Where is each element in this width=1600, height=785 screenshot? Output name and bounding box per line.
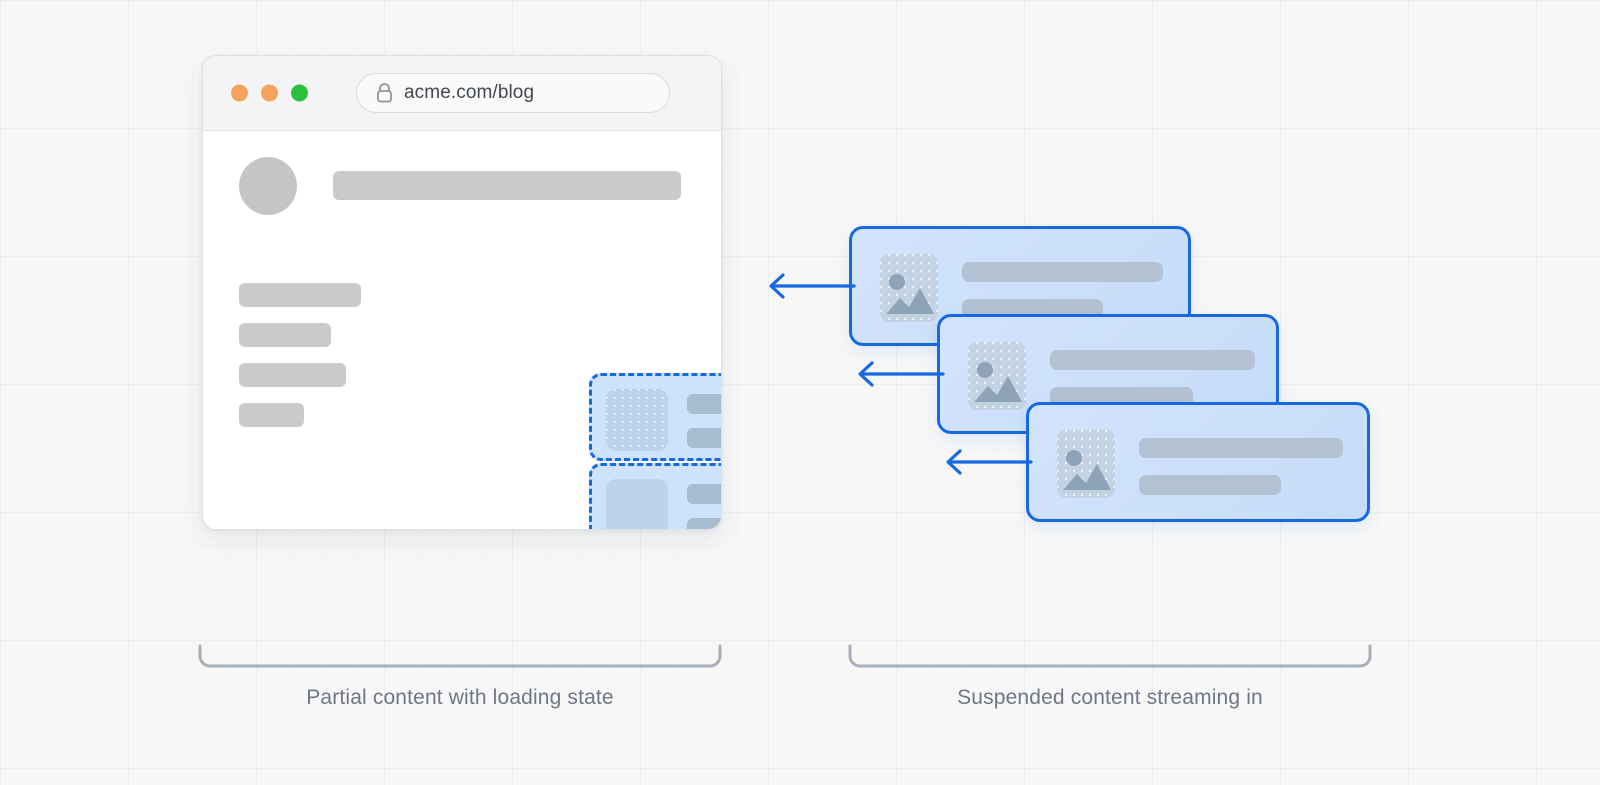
card-skeleton-line-primary <box>1050 350 1255 370</box>
card-skeleton-line-primary <box>962 262 1163 282</box>
avatar <box>239 157 297 215</box>
browser-window: acme.com/blog <box>202 55 722 530</box>
card-skeleton-line-primary <box>1139 438 1343 458</box>
header-skeleton-bar <box>333 171 681 200</box>
bracket-left <box>198 644 722 668</box>
image-placeholder-icon <box>968 342 1026 410</box>
stream-arrow-2 <box>858 361 945 387</box>
image-placeholder-icon <box>1057 430 1115 498</box>
skeleton-line-secondary <box>687 428 721 448</box>
url-bar[interactable]: acme.com/blog <box>356 73 670 113</box>
lock-icon <box>377 83 392 103</box>
stream-card-1 <box>849 226 1191 346</box>
browser-body <box>203 131 721 529</box>
skeleton-line-primary <box>687 484 721 504</box>
nav-skeleton-bar-3 <box>239 363 346 387</box>
minimize-dot[interactable] <box>261 84 278 102</box>
image-thumb-placeholder <box>606 479 668 529</box>
stream-card-3 <box>1026 402 1370 522</box>
caption-right: Suspended content streaming in <box>957 686 1263 709</box>
image-placeholder-icon <box>880 254 938 322</box>
maximize-dot[interactable] <box>291 84 308 102</box>
nav-skeleton-bar-4 <box>239 403 304 427</box>
card-skeleton-line-secondary <box>1139 475 1281 495</box>
loading-row-1 <box>589 373 721 461</box>
loading-row-2 <box>589 463 721 529</box>
nav-skeleton-bar-1 <box>239 283 361 307</box>
stream-arrow-3 <box>946 449 1033 475</box>
nav-skeleton-bar-2 <box>239 323 331 347</box>
close-dot[interactable] <box>231 84 248 102</box>
caption-left: Partial content with loading state <box>306 686 614 709</box>
bracket-right <box>848 644 1372 668</box>
skeleton-line-primary <box>687 394 721 414</box>
image-thumb-placeholder <box>606 389 668 451</box>
traffic-lights <box>231 84 308 102</box>
browser-chrome: acme.com/blog <box>203 56 721 131</box>
skeleton-line-secondary <box>687 518 721 529</box>
stream-arrow-1 <box>769 273 856 299</box>
url-text: acme.com/blog <box>404 82 535 103</box>
